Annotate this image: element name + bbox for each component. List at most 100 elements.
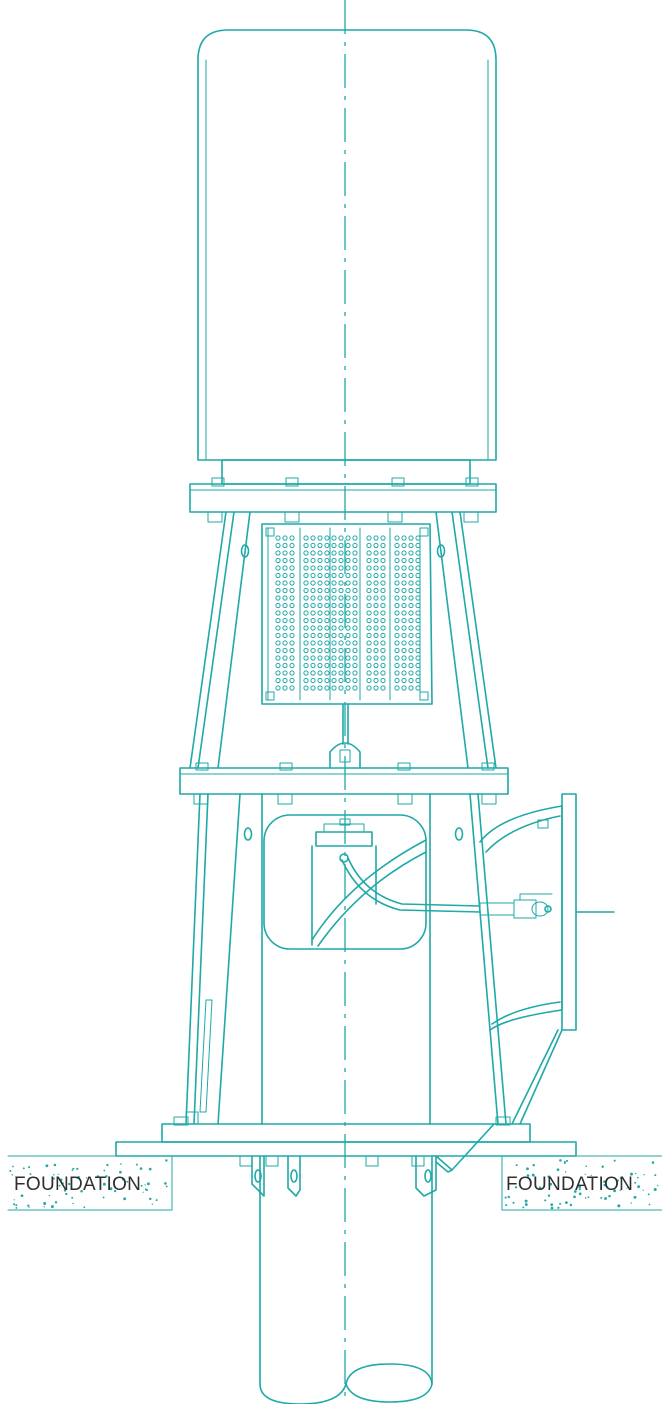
concrete-speck (531, 1173, 535, 1177)
perforation-hole (345, 602, 351, 609)
perforation-hole (303, 572, 309, 579)
concrete-speck (559, 1202, 562, 1205)
perforation-hole (373, 535, 379, 541)
perforation-hole (289, 580, 295, 586)
perforation-hole (380, 625, 386, 631)
concrete-speck (564, 1171, 567, 1173)
concrete-speck (557, 1206, 560, 1209)
perforation-hole (408, 647, 414, 654)
perforation-hole (415, 610, 421, 616)
perforation-hole (415, 595, 421, 601)
perforation-hole (401, 617, 407, 624)
perforation-hole (415, 625, 421, 631)
perforation-hole (408, 557, 414, 564)
perforation-hole (338, 580, 344, 586)
perforation-hole (366, 535, 372, 541)
perforation-hole (303, 685, 309, 691)
perforation-hole (317, 610, 323, 616)
perforation-hole (415, 542, 421, 549)
perforation-hole (394, 535, 400, 541)
perforation-hole (415, 557, 421, 564)
perforation-hole (401, 632, 407, 639)
perforation-hole (352, 625, 358, 631)
concrete-speck (637, 1176, 639, 1179)
discharge-elbow (479, 793, 615, 1125)
perforation-hole (394, 647, 400, 654)
perforation-hole (303, 580, 309, 586)
perforation-hole (282, 550, 288, 556)
concrete-speck (608, 1194, 611, 1198)
concrete-speck (547, 1175, 551, 1178)
perforation-hole (324, 655, 330, 661)
concrete-speck (514, 1176, 516, 1179)
perforation-hole (324, 550, 330, 556)
perforation-hole (331, 580, 337, 586)
perforation-hole (380, 677, 386, 684)
perforation-hole (324, 535, 330, 541)
perforation-hole (303, 565, 309, 571)
perforation-hole (317, 677, 323, 684)
perforation-hole (289, 535, 295, 541)
perforation-hole (345, 677, 351, 684)
perforation-hole (338, 670, 344, 676)
concrete-speck (58, 1184, 61, 1187)
perforation-hole (408, 662, 414, 669)
perforation-hole (345, 640, 351, 646)
perforation-hole (401, 662, 407, 669)
perforation-hole (275, 587, 281, 594)
perforation-hole (366, 580, 372, 586)
perforation-hole (338, 685, 344, 691)
perforation-hole (352, 655, 358, 661)
concrete-speck (155, 1199, 158, 1202)
perforation-hole (394, 677, 400, 684)
perforation-hole (373, 587, 379, 594)
perforation-hole (282, 580, 288, 586)
perforation-hole (394, 595, 400, 601)
perforation-hole (415, 565, 421, 571)
perforation-hole (275, 625, 281, 631)
perforation-hole (317, 647, 323, 654)
perforation-hole (324, 662, 330, 669)
concrete-speck (617, 1204, 621, 1208)
perforation-hole (310, 640, 316, 646)
perforation-hole (324, 685, 330, 691)
perforation-hole (345, 670, 351, 676)
concrete-speck (563, 1161, 567, 1164)
concrete-speck (550, 1203, 554, 1206)
perforation-hole (303, 640, 309, 646)
motor (197, 29, 497, 485)
perforation-hole (394, 580, 400, 586)
perforation-hole (303, 557, 309, 564)
concrete-speck (77, 1176, 80, 1179)
perforation-hole (331, 647, 337, 654)
perforation-hole (338, 625, 344, 631)
concrete-speck (72, 1202, 74, 1205)
suction-column (259, 1155, 433, 1404)
perforation-hole (401, 602, 407, 609)
perforation-hole (352, 595, 358, 601)
perforation-hole (310, 602, 316, 609)
perforation-hole (352, 580, 358, 586)
perforation-hole (303, 662, 309, 669)
perforation-hole (331, 677, 337, 684)
concrete-speck (57, 1173, 59, 1176)
perforation-hole (408, 565, 414, 571)
concrete-speck (105, 1175, 108, 1178)
perforation-hole (352, 662, 358, 669)
perforation-hole (303, 677, 309, 684)
perforation-hole (324, 640, 330, 646)
concrete-speck (43, 1206, 45, 1208)
base-brackets (239, 1155, 453, 1197)
concrete-speck (565, 1159, 569, 1162)
perforation-hole (303, 617, 309, 624)
perforation-hole (275, 550, 281, 556)
perforation-hole (373, 550, 379, 556)
perforation-hole (415, 647, 421, 654)
perforation-hole (373, 617, 379, 624)
perforation-hole (310, 670, 316, 676)
concrete-speck (578, 1188, 581, 1191)
perforation-hole (275, 640, 281, 646)
perforation-hole (289, 625, 295, 631)
perforation-hole (282, 565, 288, 571)
perforation-hole (310, 625, 316, 631)
